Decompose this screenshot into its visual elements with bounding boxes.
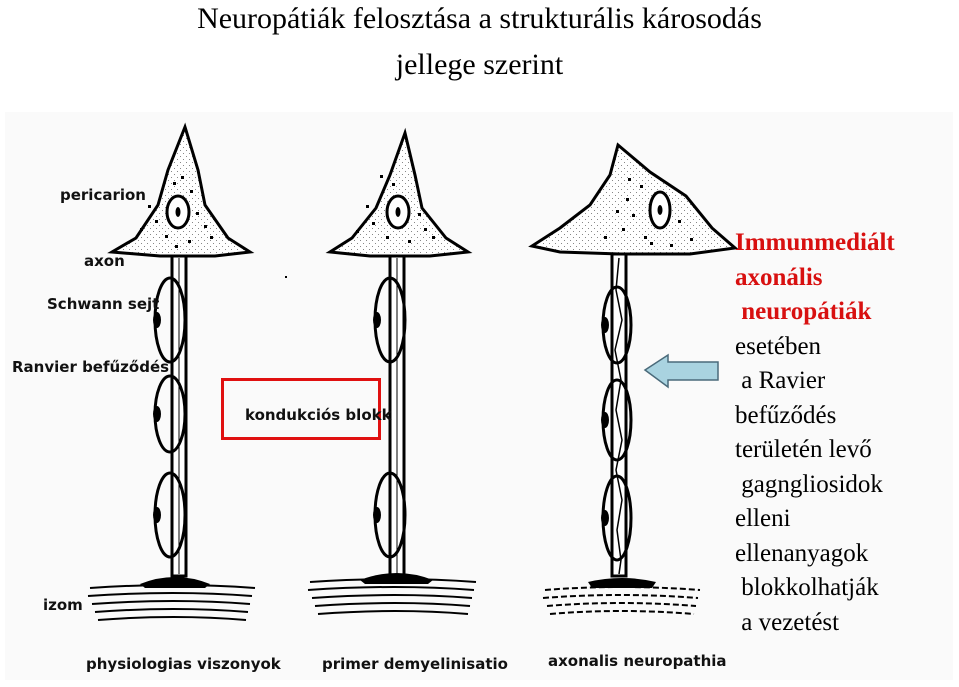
axon-3 — [610, 252, 628, 578]
side-line-5: gagngliosidok — [735, 470, 883, 498]
neuron-demyelination — [307, 127, 477, 615]
side-line-9: a vezetést — [735, 608, 840, 636]
neuron-physiologic — [87, 122, 256, 621]
label-axon: axon — [84, 252, 125, 270]
title-line-2: jellege szerint — [395, 48, 564, 81]
label-izom: izom — [43, 596, 83, 614]
pointer-arrow — [643, 353, 719, 389]
nucleolus-1 — [175, 207, 181, 217]
title-line-1: Neuropátiák felosztása a strukturális ká… — [197, 2, 762, 35]
caption-physiologic: physiologias viszonyok — [86, 655, 281, 673]
label-pericarion: pericarion — [60, 186, 146, 204]
side-line-3: befűződés — [735, 401, 837, 429]
endplate-3 — [588, 578, 656, 588]
side-line-8: blokkolhatják — [735, 574, 879, 601]
side-description: Immunmediált axonális neuropátiák esetéb… — [735, 226, 895, 640]
label-ranvier: Ranvier befűződés — [12, 358, 170, 376]
side-red-1: Immunmediált — [735, 229, 895, 256]
side-line-4: területén levő — [735, 436, 872, 463]
tiny-mark — [285, 276, 287, 278]
side-line-6: elleni — [735, 505, 791, 532]
side-line-1: esetében — [735, 332, 822, 360]
side-line-7: ellenanyagok — [735, 539, 869, 567]
conduction-block-label: kondukciós blokk — [245, 406, 392, 424]
side-red-2: axonális — [735, 263, 823, 291]
neuron-axonal — [528, 142, 739, 615]
caption-demyelination: primer demyelinisatio — [322, 655, 508, 673]
conduction-block-box — [221, 378, 381, 440]
side-red-3: neuropátiák — [735, 298, 872, 325]
caption-axonal: axonalis neuropathia — [548, 652, 727, 670]
label-schwann: Schwann sejt — [47, 295, 160, 313]
side-line-2: a Ravier — [735, 367, 826, 394]
